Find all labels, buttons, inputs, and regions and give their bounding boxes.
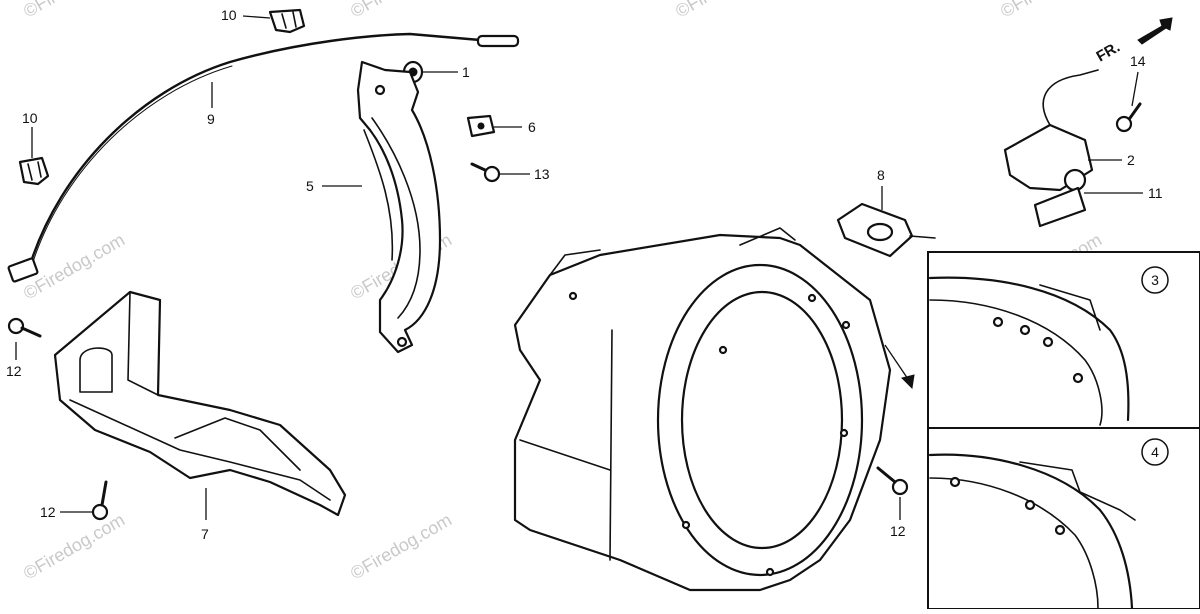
switch-box-part-2[interactable] bbox=[1003, 69, 1099, 192]
callout-8: 8 bbox=[877, 167, 885, 183]
callout-12: 12 bbox=[890, 523, 906, 539]
callout-6: 6 bbox=[528, 119, 536, 135]
callout-7: 7 bbox=[201, 526, 209, 542]
detail-label-4: 4 bbox=[1151, 444, 1159, 460]
callout-2: 2 bbox=[1127, 152, 1135, 168]
watermark: ©Firedog.com bbox=[347, 509, 455, 583]
screw-part-13[interactable] bbox=[470, 162, 501, 183]
label-part-11[interactable] bbox=[1033, 186, 1087, 228]
watermark: ©Firedog.com bbox=[997, 0, 1105, 21]
shroud-plate-part-5[interactable] bbox=[356, 60, 442, 354]
detail-panel: 3 4 bbox=[927, 251, 1200, 610]
callout-13: 13 bbox=[534, 166, 550, 182]
callout-12: 12 bbox=[40, 504, 56, 520]
detail-view-4: 4 bbox=[928, 438, 1169, 610]
cable-clip-part-10-left[interactable] bbox=[18, 156, 50, 186]
callout-11: 11 bbox=[1148, 185, 1163, 201]
fan-cover[interactable] bbox=[513, 227, 892, 592]
callout-12: 12 bbox=[6, 363, 22, 379]
detail-view-3: 3 bbox=[928, 266, 1169, 426]
screw-part-14[interactable] bbox=[1115, 102, 1142, 133]
callout-9: 9 bbox=[207, 111, 215, 127]
callout-leaders bbox=[15, 15, 1143, 520]
callout-1: 1 bbox=[462, 64, 470, 80]
watermark: ©Firedog.com bbox=[672, 0, 780, 21]
stop-cable-part-9[interactable] bbox=[7, 32, 520, 283]
detail-arrow bbox=[884, 344, 915, 390]
detail-label-3: 3 bbox=[1151, 272, 1159, 288]
callout-14: 14 bbox=[1130, 53, 1146, 69]
screw-part-12-bottom[interactable] bbox=[91, 480, 109, 521]
lower-shroud-part-7[interactable] bbox=[53, 290, 347, 517]
screw-part-12-left[interactable] bbox=[7, 317, 42, 338]
callout-5: 5 bbox=[306, 178, 314, 194]
watermark: ©Firedog.com bbox=[20, 0, 128, 21]
callout-labels: 10 10 9 1 6 13 5 12 12 7 8 14 2 11 12 bbox=[6, 7, 1163, 542]
screw-part-12-right[interactable] bbox=[876, 466, 909, 496]
switch-part-8[interactable] bbox=[836, 202, 936, 258]
callout-10: 10 bbox=[22, 110, 38, 126]
front-label: FR. bbox=[1094, 39, 1123, 66]
clip-nut-part-6[interactable] bbox=[466, 114, 496, 138]
watermark: ©Firedog.com bbox=[20, 509, 128, 583]
callout-10: 10 bbox=[221, 7, 237, 23]
watermark: ©Firedog.com bbox=[347, 0, 455, 21]
cable-clip-part-10-top[interactable] bbox=[268, 8, 306, 34]
